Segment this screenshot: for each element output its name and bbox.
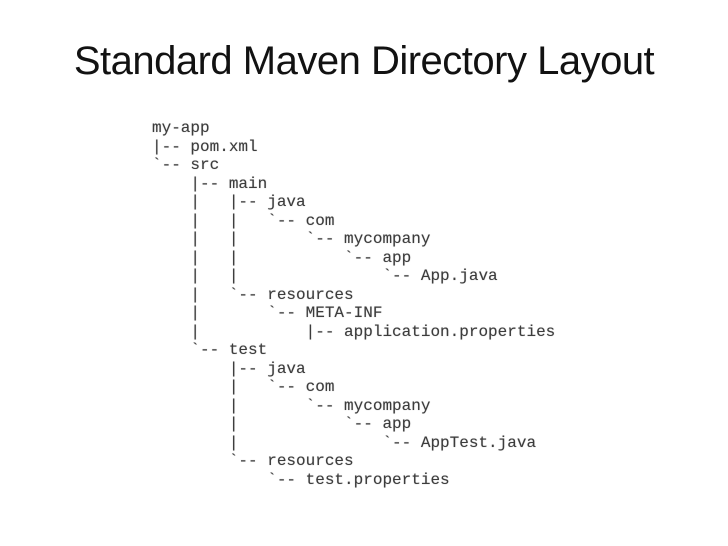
directory-tree: my-app |-- pom.xml `-- src |-- main | |-… <box>152 119 556 489</box>
slide-title: Standard Maven Directory Layout <box>73 39 655 83</box>
